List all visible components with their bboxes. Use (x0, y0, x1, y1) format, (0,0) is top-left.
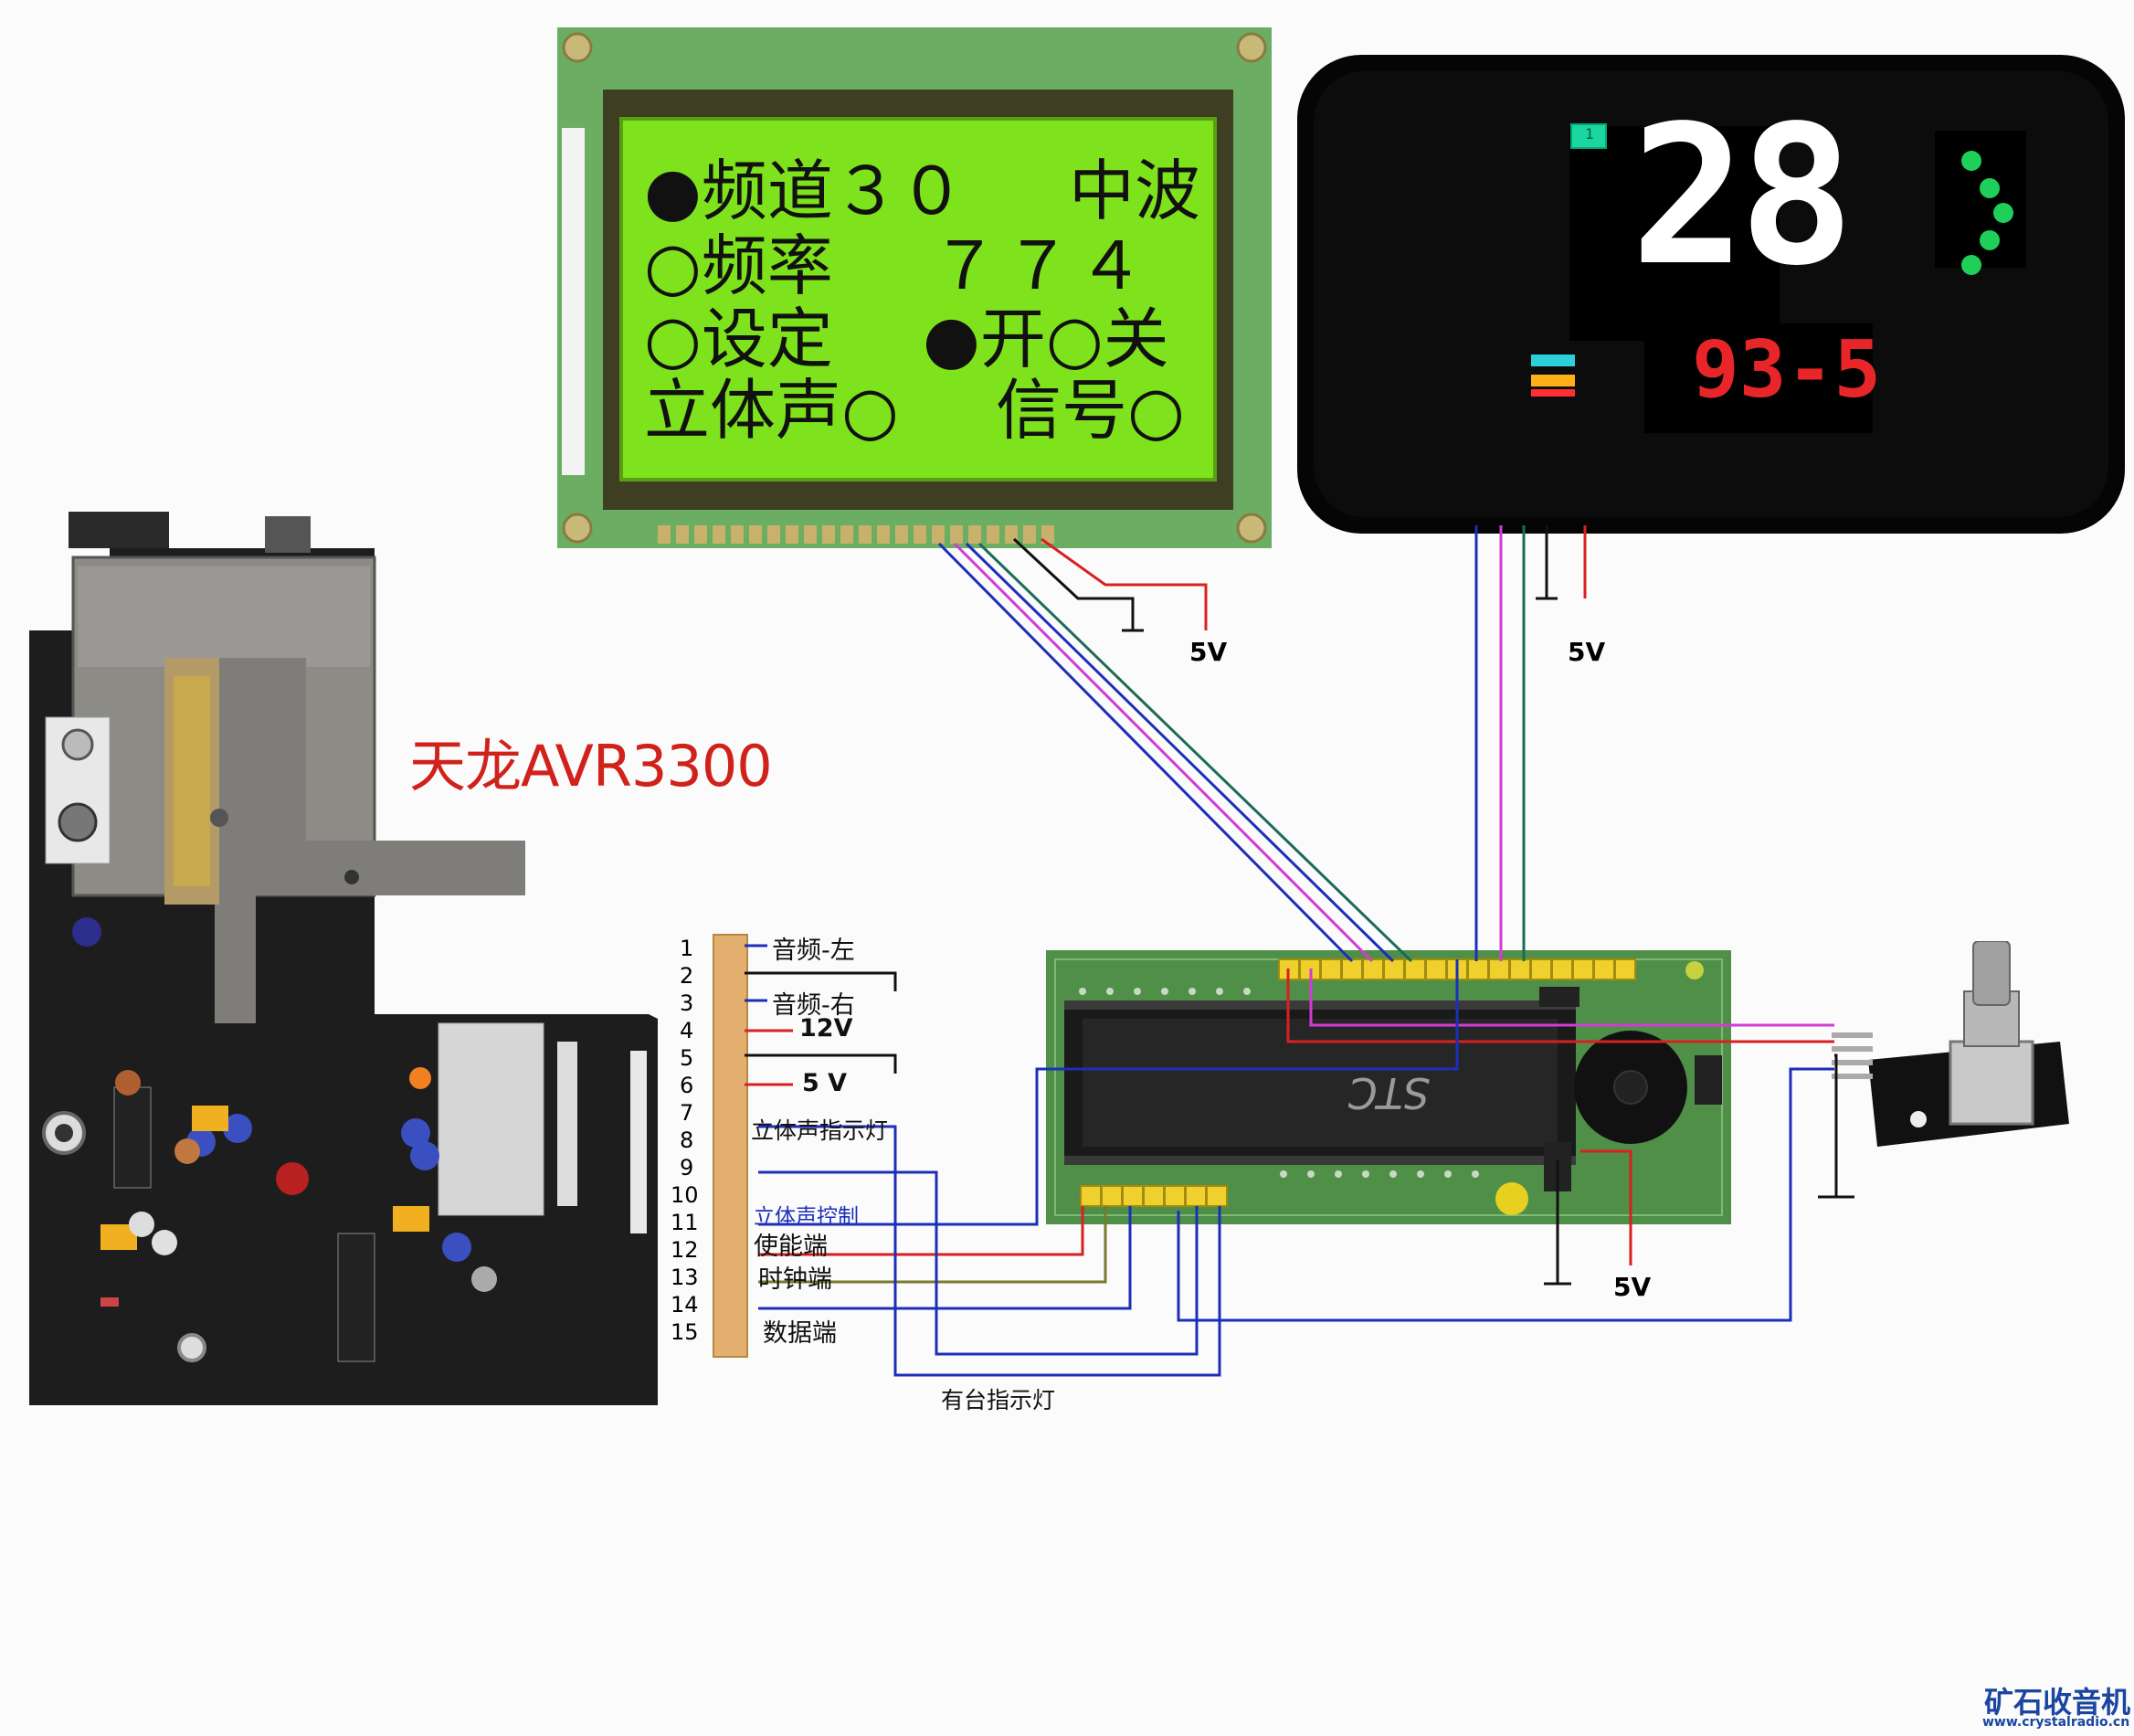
pin-number-2: 2 (680, 963, 694, 989)
connector-strip (713, 934, 748, 1358)
lcd-5v-label: 5V (1189, 637, 1228, 667)
label-enable: 使能端 (754, 1233, 828, 1261)
led-big-digits: 28 (1631, 84, 1854, 308)
lcd-module-drawing (557, 27, 1272, 548)
lcd-module (557, 27, 1272, 548)
tuner-board (27, 512, 658, 1407)
rotary-encoder-drawing (1832, 940, 2069, 1147)
lcd-row-4-right: 信号○ (996, 372, 1185, 449)
watermark-name: 矿石收音机 (1984, 1685, 2131, 1720)
tuner-board-drawing (29, 512, 658, 1405)
label-5v-pin6: 5 V (802, 1069, 848, 1097)
pin-number-4: 4 (680, 1018, 694, 1043)
lcd-row-3-right: ●开○关 (923, 301, 1169, 377)
lcd-row-1-right: 中波 (1069, 153, 1201, 229)
lcd-row-1-left: ●频道３０ (644, 153, 965, 229)
led-display (1295, 53, 2127, 535)
lcd-row-2-left: ○频率 (644, 228, 833, 304)
board-5v-label: 5V (1613, 1272, 1652, 1302)
pin-number-9: 9 (680, 1155, 694, 1180)
pin-number-11: 11 (671, 1210, 699, 1235)
lcd-row-4-left: 立体声○ (644, 372, 899, 449)
lcd-row-3-left: ○设定 (644, 301, 833, 377)
svg-text:STC: STC (1348, 1068, 1430, 1117)
mcu-board-drawing: STC (1046, 950, 1731, 1224)
pin-number-10: 10 (671, 1182, 699, 1208)
pin-number-8: 8 (680, 1127, 694, 1153)
pin-number-3: 3 (680, 990, 694, 1016)
pin-number-5: 5 (680, 1045, 694, 1071)
pin-number-7: 7 (680, 1100, 694, 1126)
label-clock: 时钟端 (758, 1265, 832, 1294)
label-data: 数据端 (763, 1319, 837, 1348)
label-12v: 12V (799, 1014, 853, 1043)
pin-number-13: 13 (671, 1265, 699, 1290)
pin-number-6: 6 (680, 1073, 694, 1098)
label-audio-right: 音频-右 (772, 991, 855, 1020)
led-small-digits: 93-5 (1692, 324, 1882, 416)
label-stereo-indicator: 立体声指示灯 (751, 1117, 889, 1144)
led-display-drawing (1297, 55, 2125, 534)
pin-number-14: 14 (671, 1292, 699, 1318)
label-stereo-control: 立体声控制 (754, 1205, 859, 1229)
label-station-indicator: 有台指示灯 (941, 1387, 1056, 1413)
rotary-encoder (1832, 940, 2078, 1179)
led-5v-label: 5V (1568, 637, 1606, 667)
pin-number-1: 1 (680, 936, 694, 961)
watermark-url: www.crystalradio.cn (1982, 1715, 2130, 1730)
board-title: 天龙AVR3300 (409, 733, 773, 799)
pin-number-15: 15 (671, 1319, 699, 1345)
pin-number-12: 12 (671, 1237, 699, 1263)
led-indicator-label: 1 (1585, 125, 1594, 143)
mcu-board: STC (1046, 950, 1731, 1224)
label-audio-left: 音频-左 (772, 937, 855, 965)
lcd-row-2-right: ７７４ (932, 228, 1152, 304)
